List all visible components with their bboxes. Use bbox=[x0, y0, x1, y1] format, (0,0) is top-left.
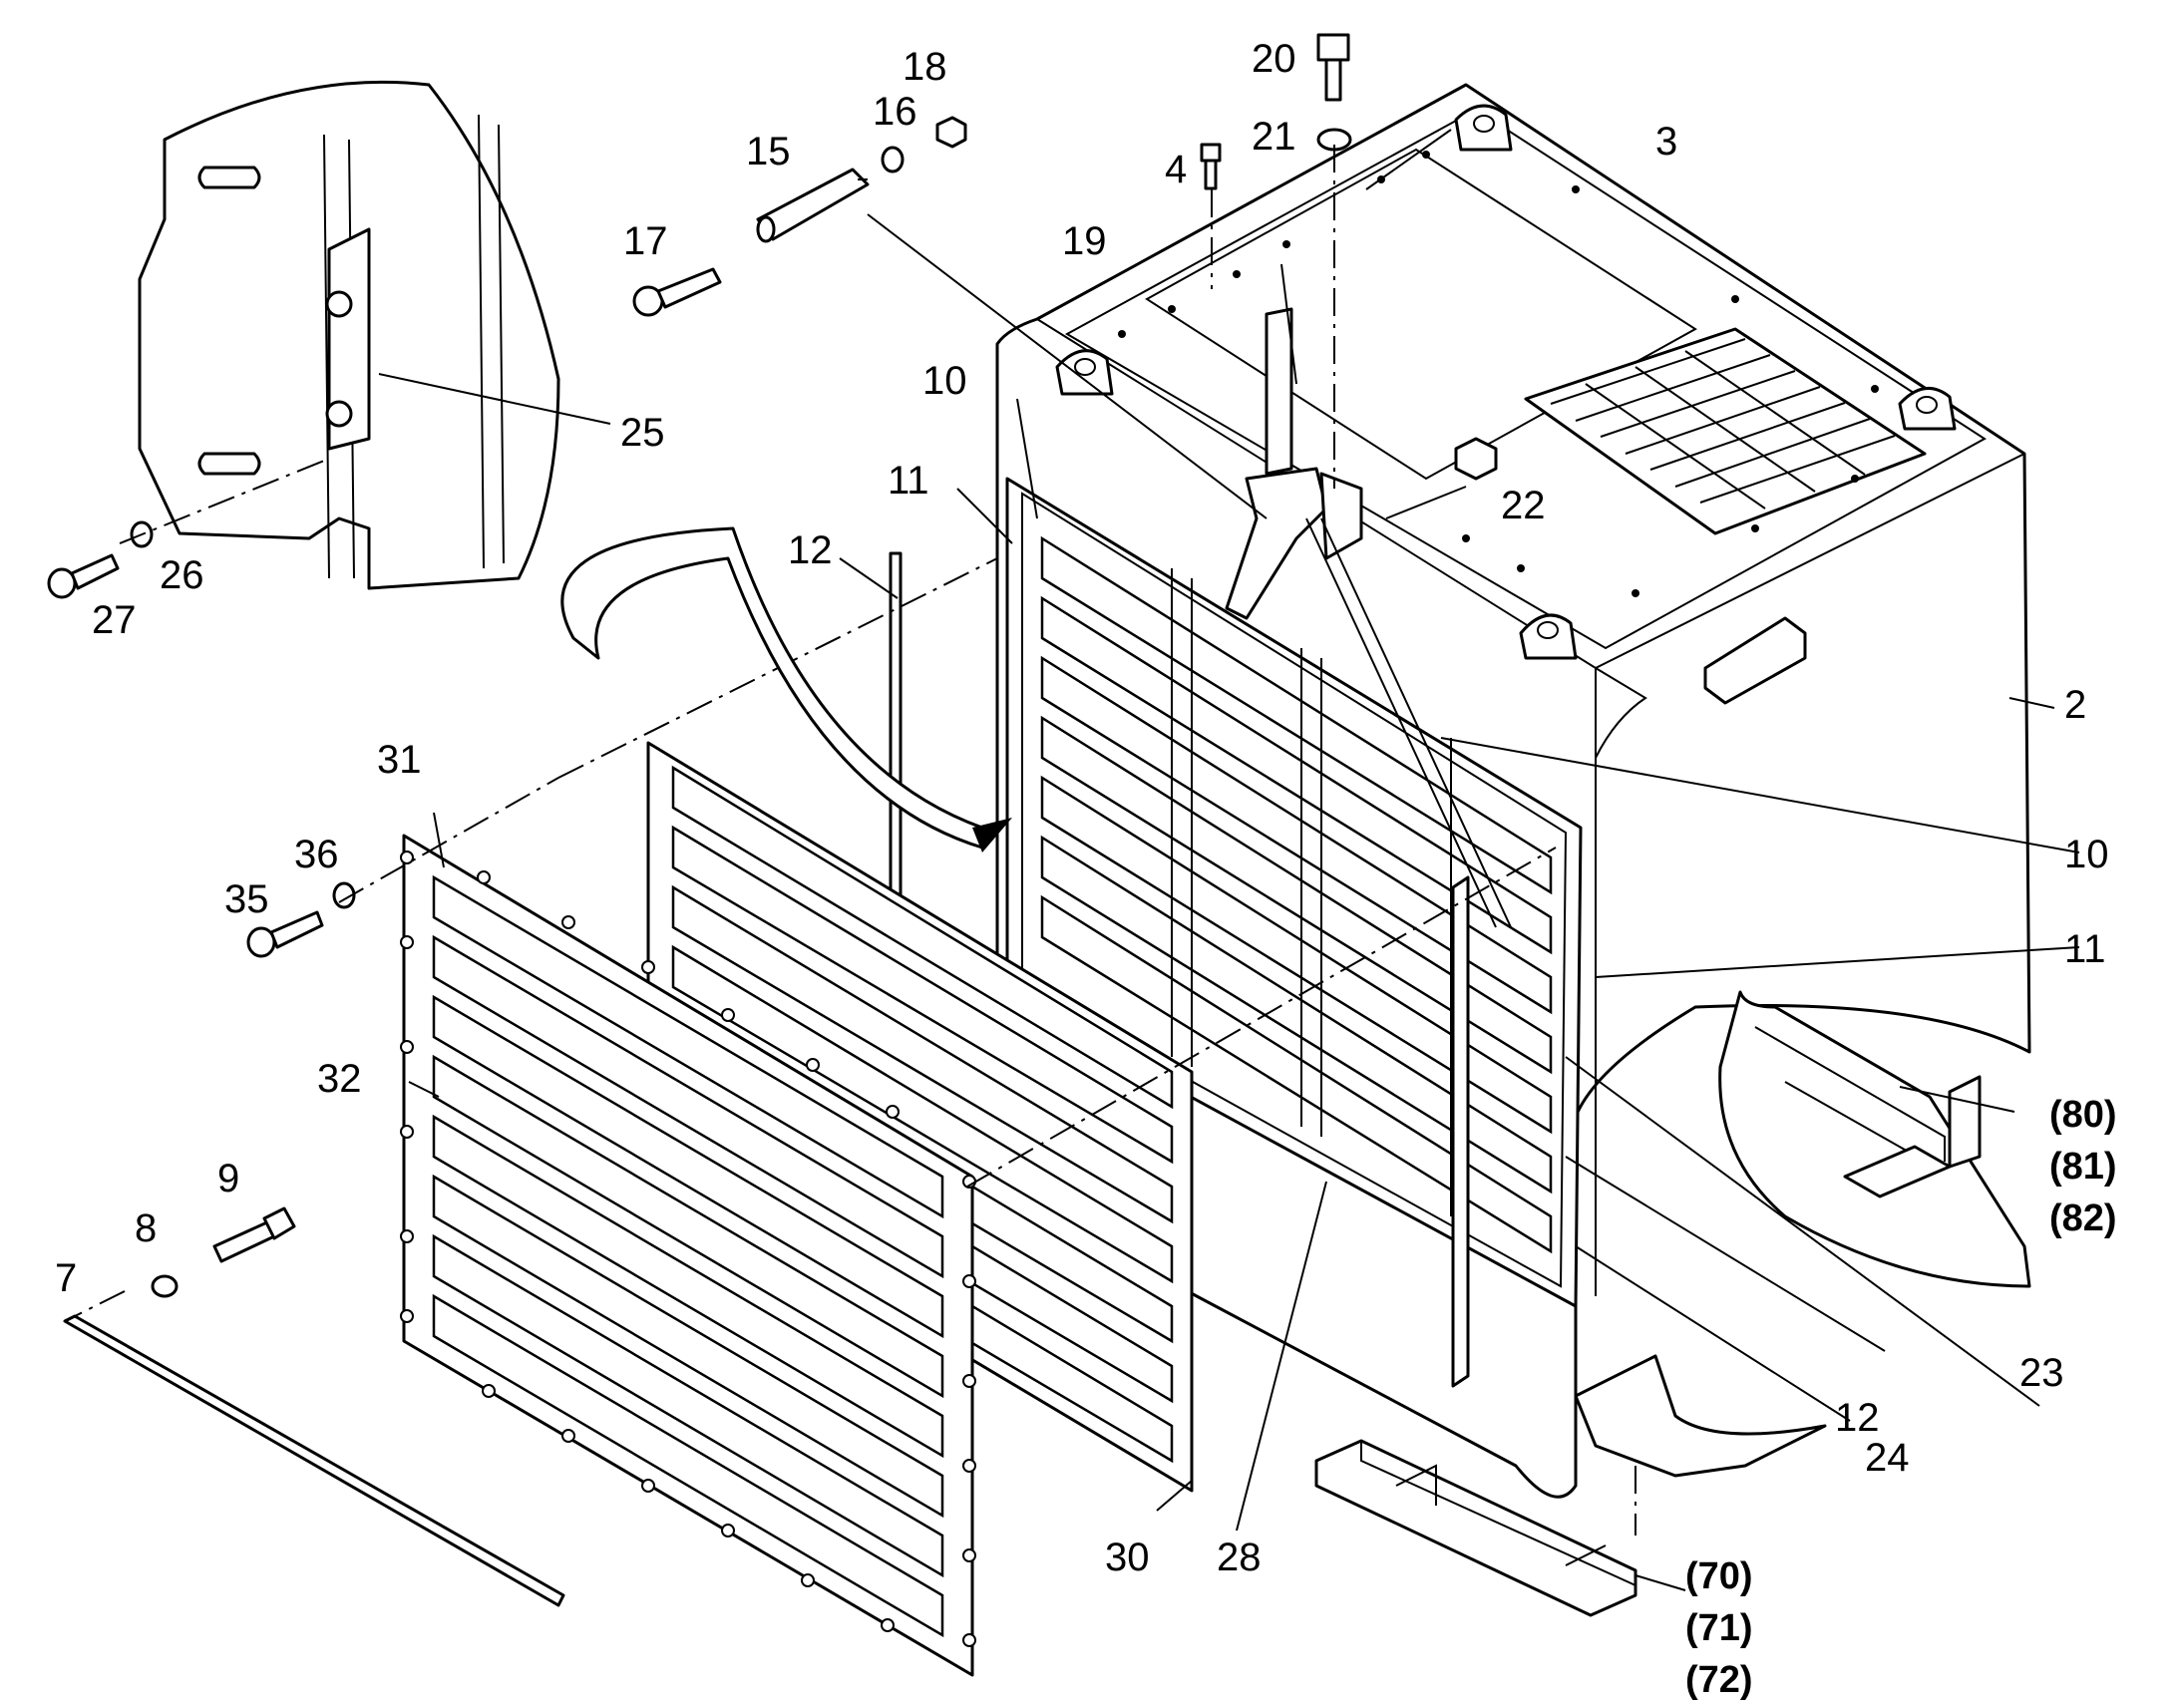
louver-panel-32 bbox=[400, 834, 976, 1677]
callout-31: 31 bbox=[377, 738, 422, 782]
bolt-27 bbox=[47, 553, 120, 599]
callout-9: 9 bbox=[217, 1157, 239, 1200]
callout-20: 20 bbox=[1252, 37, 1296, 81]
callout-17: 17 bbox=[623, 219, 668, 263]
callout-11-top: 11 bbox=[888, 459, 929, 503]
callout-36: 36 bbox=[294, 833, 339, 876]
callout-26: 26 bbox=[160, 553, 204, 597]
callout-8: 8 bbox=[135, 1206, 157, 1250]
callout-labels: 2 3 4 7 8 9 10 10 11 11 12 12 15 16 17 1… bbox=[55, 37, 2117, 1701]
callout-25: 25 bbox=[620, 411, 665, 455]
callout-18: 18 bbox=[903, 45, 947, 89]
callout-27: 27 bbox=[92, 598, 137, 642]
panel-32-bolts bbox=[400, 851, 976, 1647]
callout-82: (82) bbox=[2049, 1197, 2117, 1239]
washer-16 bbox=[881, 146, 905, 173]
panel-30-slats bbox=[671, 765, 1174, 1464]
bottom-bracket bbox=[1574, 1354, 1827, 1478]
panel-32-slats bbox=[432, 874, 944, 1638]
callout-10-right: 10 bbox=[2064, 833, 2109, 876]
detail-inset-80 bbox=[1718, 990, 2031, 1288]
callout-70: (70) bbox=[1685, 1555, 1753, 1597]
arrow-head bbox=[972, 818, 1012, 853]
spacer-15 bbox=[756, 168, 870, 243]
callout-arrow bbox=[560, 526, 999, 850]
callout-7: 7 bbox=[55, 1256, 77, 1300]
callout-22: 22 bbox=[1501, 484, 1546, 527]
callout-11-right: 11 bbox=[2064, 927, 2106, 971]
callout-19: 19 bbox=[1062, 219, 1107, 263]
callout-28: 28 bbox=[1217, 1536, 1262, 1579]
callout-24: 24 bbox=[1865, 1436, 1910, 1480]
callout-35: 35 bbox=[224, 877, 269, 921]
top-grille-slots bbox=[1550, 338, 1896, 510]
callout-72: (72) bbox=[1685, 1659, 1753, 1701]
callout-12-top: 12 bbox=[788, 528, 833, 572]
callout-12-bottom: 12 bbox=[1835, 1396, 1880, 1440]
radiator-core-frame bbox=[1005, 477, 1583, 1308]
callout-30: 30 bbox=[1105, 1536, 1150, 1579]
nut-22 bbox=[1454, 437, 1498, 481]
callout-23: 23 bbox=[2019, 1351, 2064, 1395]
bolt-20 bbox=[1316, 33, 1350, 102]
callout-4: 4 bbox=[1165, 148, 1187, 191]
bracket-strut bbox=[1225, 307, 1512, 928]
bolt-9 bbox=[212, 1206, 296, 1263]
bottom-strip-7 bbox=[63, 1314, 565, 1607]
callout-80: (80) bbox=[2049, 1094, 2117, 1136]
bolt-17 bbox=[632, 267, 722, 317]
nut-18 bbox=[935, 116, 967, 149]
core-slats bbox=[1040, 535, 1553, 1254]
bolt-35 bbox=[246, 910, 324, 958]
callout-3: 3 bbox=[1655, 120, 1677, 164]
detail-inset-25 bbox=[138, 80, 560, 590]
callout-81: (81) bbox=[2049, 1146, 2117, 1188]
bolt-4 bbox=[1200, 143, 1222, 190]
callout-16: 16 bbox=[873, 90, 917, 134]
callout-2: 2 bbox=[2064, 683, 2086, 727]
callout-15: 15 bbox=[746, 130, 791, 173]
washer-8 bbox=[151, 1274, 179, 1298]
base-plate bbox=[1314, 1439, 1637, 1617]
callout-21: 21 bbox=[1252, 115, 1296, 159]
side-strip-right bbox=[1451, 875, 1470, 1388]
callout-32: 32 bbox=[317, 1057, 362, 1101]
callout-10-top: 10 bbox=[922, 359, 967, 403]
callout-71: (71) bbox=[1685, 1607, 1753, 1649]
louver-panel-30 bbox=[646, 741, 1194, 1493]
